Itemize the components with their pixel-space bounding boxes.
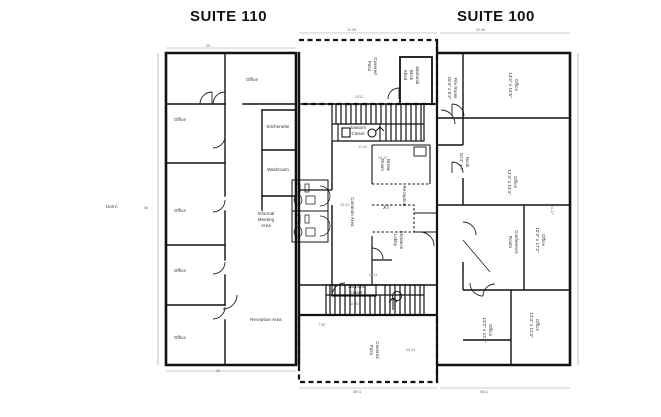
svg-text:XT: XT	[383, 205, 389, 211]
dimension-label: 25.41'	[406, 348, 416, 352]
dimension-label: 15'11	[354, 95, 364, 99]
room-label: Washroom	[267, 167, 289, 173]
suite-title-left: SUITE 110	[190, 8, 268, 25]
dimension-label: 46'11	[479, 390, 489, 394]
dimension-label: 22.96'	[347, 28, 357, 32]
suite-title-right: SUITE 100	[457, 8, 535, 25]
dimension-label: 19'11	[368, 273, 378, 277]
room-label: Entrance Lobby	[393, 230, 404, 250]
room-label: Office 12'3" x 14'4"	[507, 169, 518, 195]
room-label: Covered Patio	[369, 341, 380, 359]
dimension-label: 25	[216, 369, 220, 373]
room-label: Covered Patio	[367, 57, 378, 75]
room-label: Informal Meeting Area	[257, 211, 275, 228]
room-label: Office	[174, 335, 186, 341]
room-label: Break Room	[380, 158, 391, 172]
room-label: Office	[246, 77, 258, 83]
room-label: Office 12'3" x 17'2"	[535, 227, 546, 253]
room-label: Office	[174, 268, 186, 274]
dimension-label: 23.41'	[378, 156, 388, 160]
room-label: Office 12'3" x 11'3"	[529, 312, 540, 338]
room-label: File Room 15'4" x 6'2"	[447, 76, 458, 100]
room-label: Common Area	[349, 197, 355, 227]
room-label: Reception	[401, 185, 407, 207]
dimension-label: 22.96'	[476, 28, 486, 32]
dimension-label: 56	[144, 206, 148, 210]
room-label: Reception Area	[250, 317, 282, 323]
room-label: Janitorial Brick Shed	[403, 65, 420, 85]
room-label: Janitors Closet	[349, 125, 367, 136]
dimension-label: 23.41'	[340, 203, 350, 207]
room-label: Kitchenette	[266, 124, 290, 130]
room-label: Nook 10'4" x 7'	[459, 152, 470, 172]
room-label: Office 13'4" x 16'5"	[508, 72, 519, 98]
dimension-label: 25	[206, 44, 210, 48]
dimension-label: 11.41'	[358, 145, 368, 149]
dimension-label: 54.17'	[550, 205, 554, 215]
room-label: Conference Room	[508, 230, 519, 254]
unit-a-label: Unit A	[106, 204, 118, 209]
room-label: Office	[174, 117, 186, 123]
dimension-label: 7.92'	[318, 323, 326, 327]
room-label: Office 13'2" x 11'3"	[482, 317, 493, 343]
room-label: Janitors Closet	[347, 284, 365, 295]
dimension-label: 48'11	[352, 390, 362, 394]
room-label: Office	[174, 208, 186, 214]
dimension-label: 11.41'	[350, 302, 360, 306]
